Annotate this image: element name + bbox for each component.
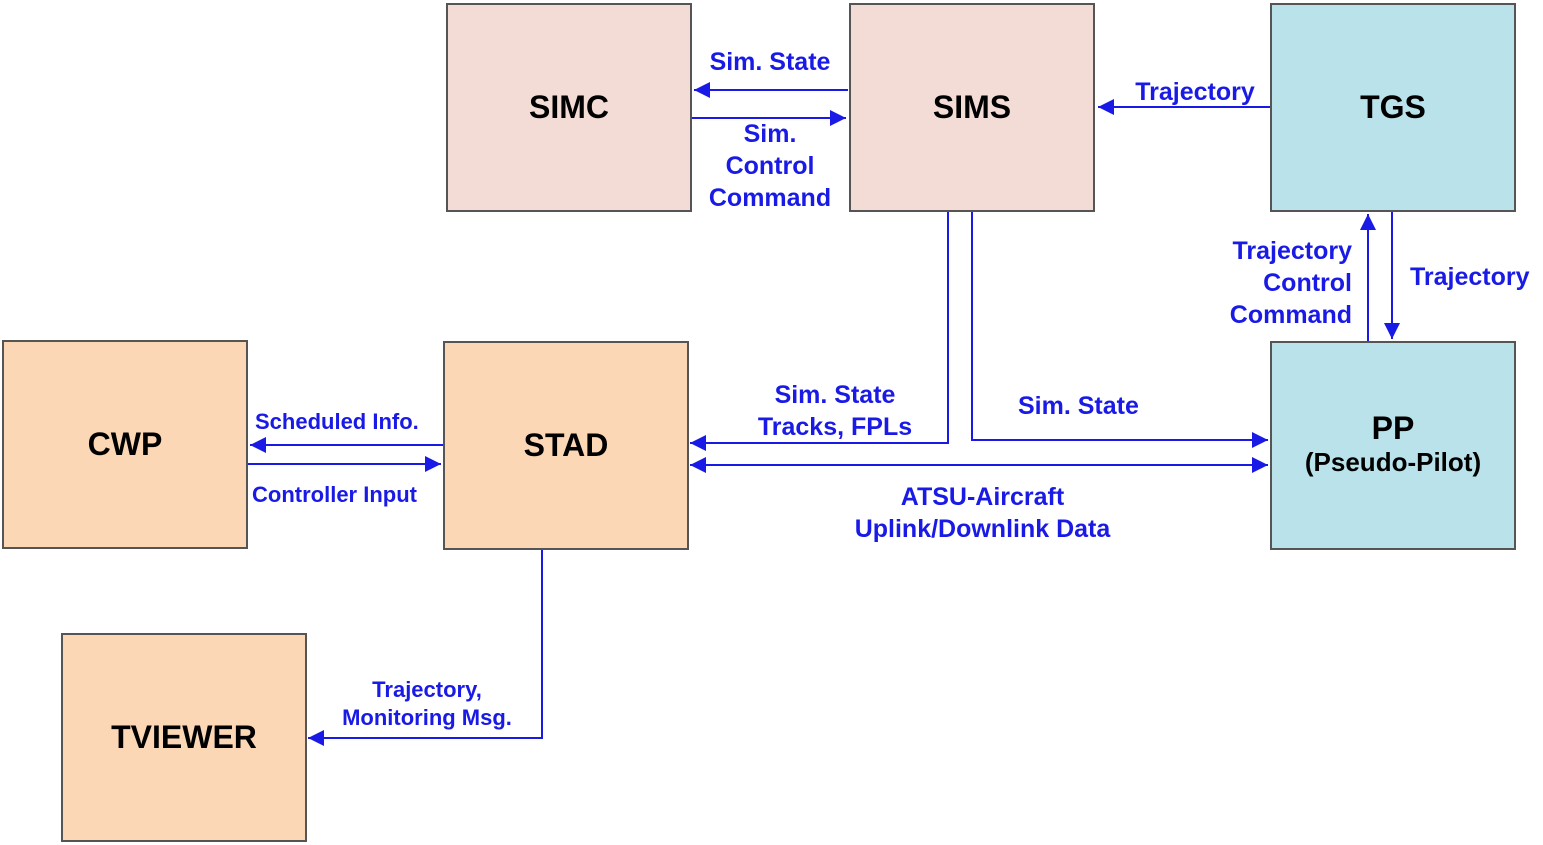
box-sims-label: SIMS xyxy=(932,88,1012,125)
label-stad-to-tviewer: Trajectory, Monitoring Msg. xyxy=(342,677,512,731)
label-sims-to-pp: Sim. State xyxy=(1018,392,1139,420)
box-tviewer: TVIEWER xyxy=(61,633,307,842)
label-sims-to-stad: Sim. State Tracks, FPLs xyxy=(757,381,913,441)
label-tgs-to-pp: Trajectory xyxy=(1410,263,1530,291)
box-tgs-label: TGS xyxy=(1360,88,1426,125)
label-stad-pp-link: ATSU-Aircraft Uplink/Downlink Data xyxy=(854,483,1111,543)
box-pp: PP (Pseudo-Pilot) xyxy=(1270,341,1516,550)
box-pp-sublabel: (Pseudo-Pilot) xyxy=(1304,447,1482,478)
box-pp-label: PP xyxy=(1371,410,1415,446)
label-sims-to-simc: Sim. State xyxy=(709,48,831,76)
box-stad-label: STAD xyxy=(523,426,609,463)
box-cwp-label: CWP xyxy=(87,425,163,462)
box-simc: SIMC xyxy=(446,3,692,212)
box-sims: SIMS xyxy=(849,3,1095,212)
box-cwp: CWP xyxy=(2,340,248,549)
label-cwp-to-stad: Controller Input xyxy=(252,482,417,507)
label-tgs-to-sims: Trajectory xyxy=(1135,78,1255,106)
arrow-sims-to-pp xyxy=(971,212,1268,448)
label-pp-to-tgs: Trajectory Control Command xyxy=(1229,237,1352,329)
box-simc-label: SIMC xyxy=(529,88,609,125)
arrow-stad-to-tviewer xyxy=(308,550,543,746)
arrow-sims-to-stad xyxy=(690,212,949,451)
label-simc-to-sims: Sim. Control Command xyxy=(708,120,832,212)
box-tgs: TGS xyxy=(1270,3,1516,212)
label-stad-to-cwp: Scheduled Info. xyxy=(255,409,419,434)
box-tviewer-label: TVIEWER xyxy=(111,718,257,755)
box-stad: STAD xyxy=(443,341,689,550)
